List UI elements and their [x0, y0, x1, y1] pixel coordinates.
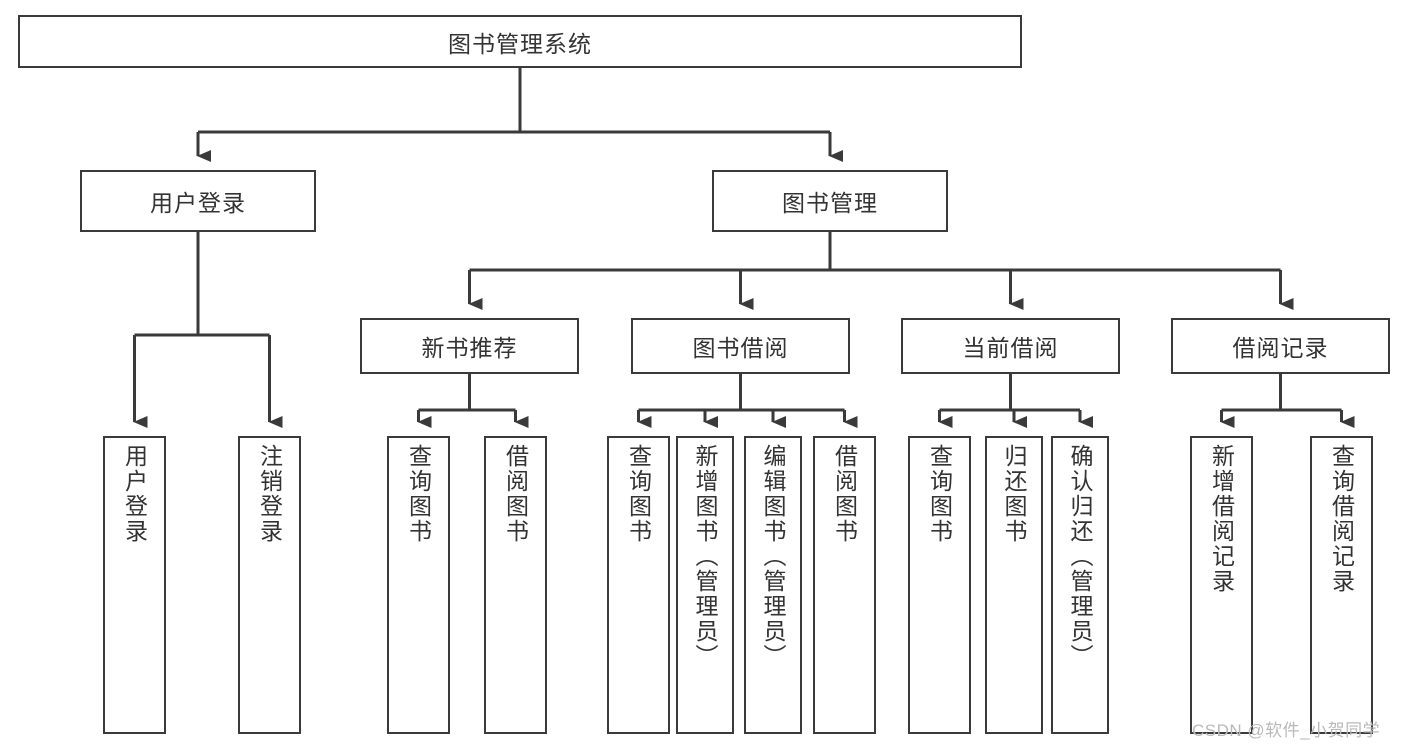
node-label: 查询图书	[625, 444, 652, 544]
node-user-login[interactable]: 用户登录	[80, 170, 316, 232]
node-label: 借阅图书	[502, 444, 529, 544]
node-label: 新书推荐	[421, 335, 518, 361]
node-current-borrow[interactable]: 当前借阅	[901, 318, 1120, 374]
node-leaf-user-login[interactable]: 用户登录	[103, 436, 166, 734]
node-leaf-return-book[interactable]: 归还图书	[985, 436, 1043, 734]
node-leaf-add-book[interactable]: 新增图书（管理员）	[676, 436, 734, 734]
node-label: 新增图书（管理员）	[692, 444, 719, 669]
node-label: 图书借阅	[692, 335, 789, 361]
node-label: 图书管理系统	[448, 30, 592, 57]
node-leaf-edit-book[interactable]: 编辑图书（管理员）	[744, 436, 802, 734]
node-label: 查询图书	[926, 444, 953, 544]
node-book-manage[interactable]: 图书管理	[712, 170, 948, 232]
watermark-label: CSDN @软件_小贺同学	[1192, 721, 1381, 740]
node-leaf-logout-login[interactable]: 注销登录	[238, 436, 301, 734]
node-label: 借阅图书	[831, 444, 858, 544]
node-leaf-borrow-book-1[interactable]: 借阅图书	[484, 436, 547, 734]
node-label: 查询借阅记录	[1328, 444, 1355, 594]
node-label: 确认归还（管理员）	[1067, 444, 1094, 669]
node-label: 当前借阅	[962, 335, 1059, 361]
node-label: 用户登录	[150, 190, 246, 216]
node-leaf-confirm-return[interactable]: 确认归还（管理员）	[1051, 436, 1109, 734]
node-borrow-record[interactable]: 借阅记录	[1171, 318, 1390, 374]
node-root-system[interactable]: 图书管理系统	[18, 15, 1022, 68]
node-leaf-query-book-3[interactable]: 查询图书	[908, 436, 971, 734]
node-label: 新增借阅记录	[1208, 444, 1235, 594]
node-label: 查询图书	[405, 444, 432, 544]
node-new-book-recommend[interactable]: 新书推荐	[360, 318, 579, 374]
node-leaf-borrow-book-2[interactable]: 借阅图书	[813, 436, 876, 734]
node-label: 注销登录	[256, 444, 283, 544]
node-label: 归还图书	[1001, 444, 1028, 544]
node-label: 编辑图书（管理员）	[760, 444, 787, 669]
node-label: 用户登录	[121, 444, 148, 544]
node-leaf-query-record[interactable]: 查询借阅记录	[1310, 436, 1373, 734]
node-label: 借阅记录	[1232, 335, 1329, 361]
node-leaf-query-book-2[interactable]: 查询图书	[607, 436, 670, 734]
node-leaf-query-book-1[interactable]: 查询图书	[387, 436, 450, 734]
node-leaf-add-record[interactable]: 新增借阅记录	[1190, 436, 1253, 734]
node-label: 图书管理	[782, 190, 878, 216]
node-book-borrow[interactable]: 图书借阅	[631, 318, 850, 374]
